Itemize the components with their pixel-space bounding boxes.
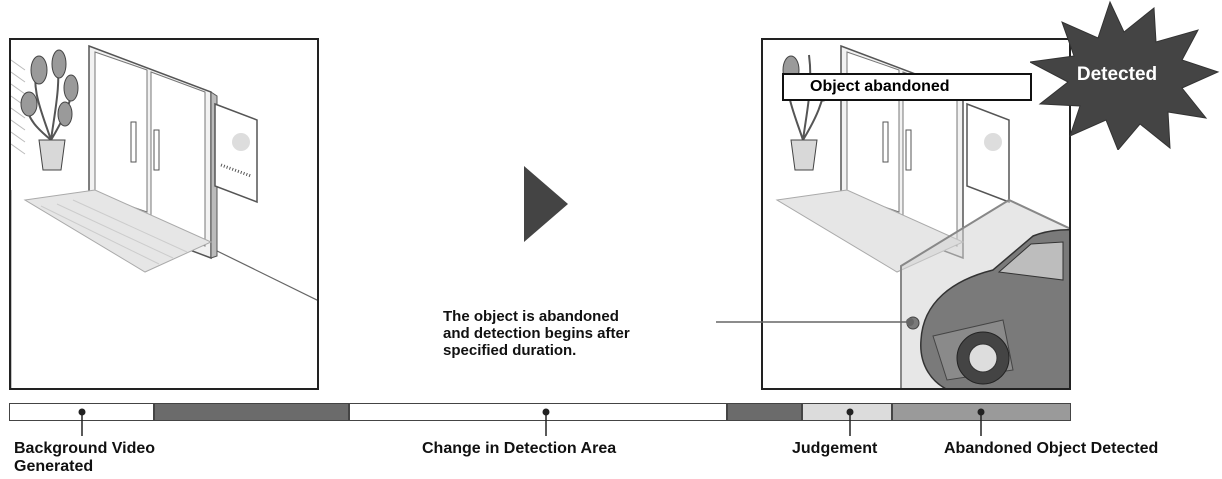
label-background-line-2: Generated xyxy=(14,458,94,475)
marker-change xyxy=(542,408,550,436)
timeline-bar xyxy=(9,403,1071,421)
marker-detected xyxy=(977,408,985,436)
timeline-segment-dark-2 xyxy=(727,403,802,421)
label-change-in-detection-area: Change in Detection Area xyxy=(422,440,617,457)
timeline-segment-change xyxy=(349,403,727,421)
callout-line-2: and detection begins after xyxy=(443,325,630,342)
doormat-icon xyxy=(23,189,213,273)
scene-before-panel xyxy=(9,38,319,390)
label-background-line-1: Background Video xyxy=(14,440,156,457)
label-abandoned-object-detected: Abandoned Object Detected xyxy=(944,440,1159,457)
marker-judgement xyxy=(846,408,854,436)
wall-pattern xyxy=(11,59,26,155)
detected-burst-icon xyxy=(1030,0,1220,150)
callout-line-3: specified duration. xyxy=(443,342,577,359)
object-abandoned-banner: Object abandoned xyxy=(782,73,1032,101)
detected-label: Detected xyxy=(1076,64,1158,85)
timeline-segment-dark-1 xyxy=(154,403,349,421)
poster-icon xyxy=(214,102,258,204)
label-judgement: Judgement xyxy=(792,440,878,457)
label-background-video: Background Video Generated xyxy=(14,440,155,476)
entrance-scene-illustration xyxy=(11,44,317,388)
poster-icon xyxy=(966,102,1010,204)
callout-note: The object is abandoned and detection be… xyxy=(443,308,723,359)
progress-arrow-icon xyxy=(524,166,568,242)
car-icon xyxy=(906,229,1069,388)
callout-line-1: The object is abandoned xyxy=(443,308,619,325)
potted-plant-icon xyxy=(20,49,79,171)
marker-background xyxy=(78,408,86,436)
callout-leader-line xyxy=(716,318,914,326)
